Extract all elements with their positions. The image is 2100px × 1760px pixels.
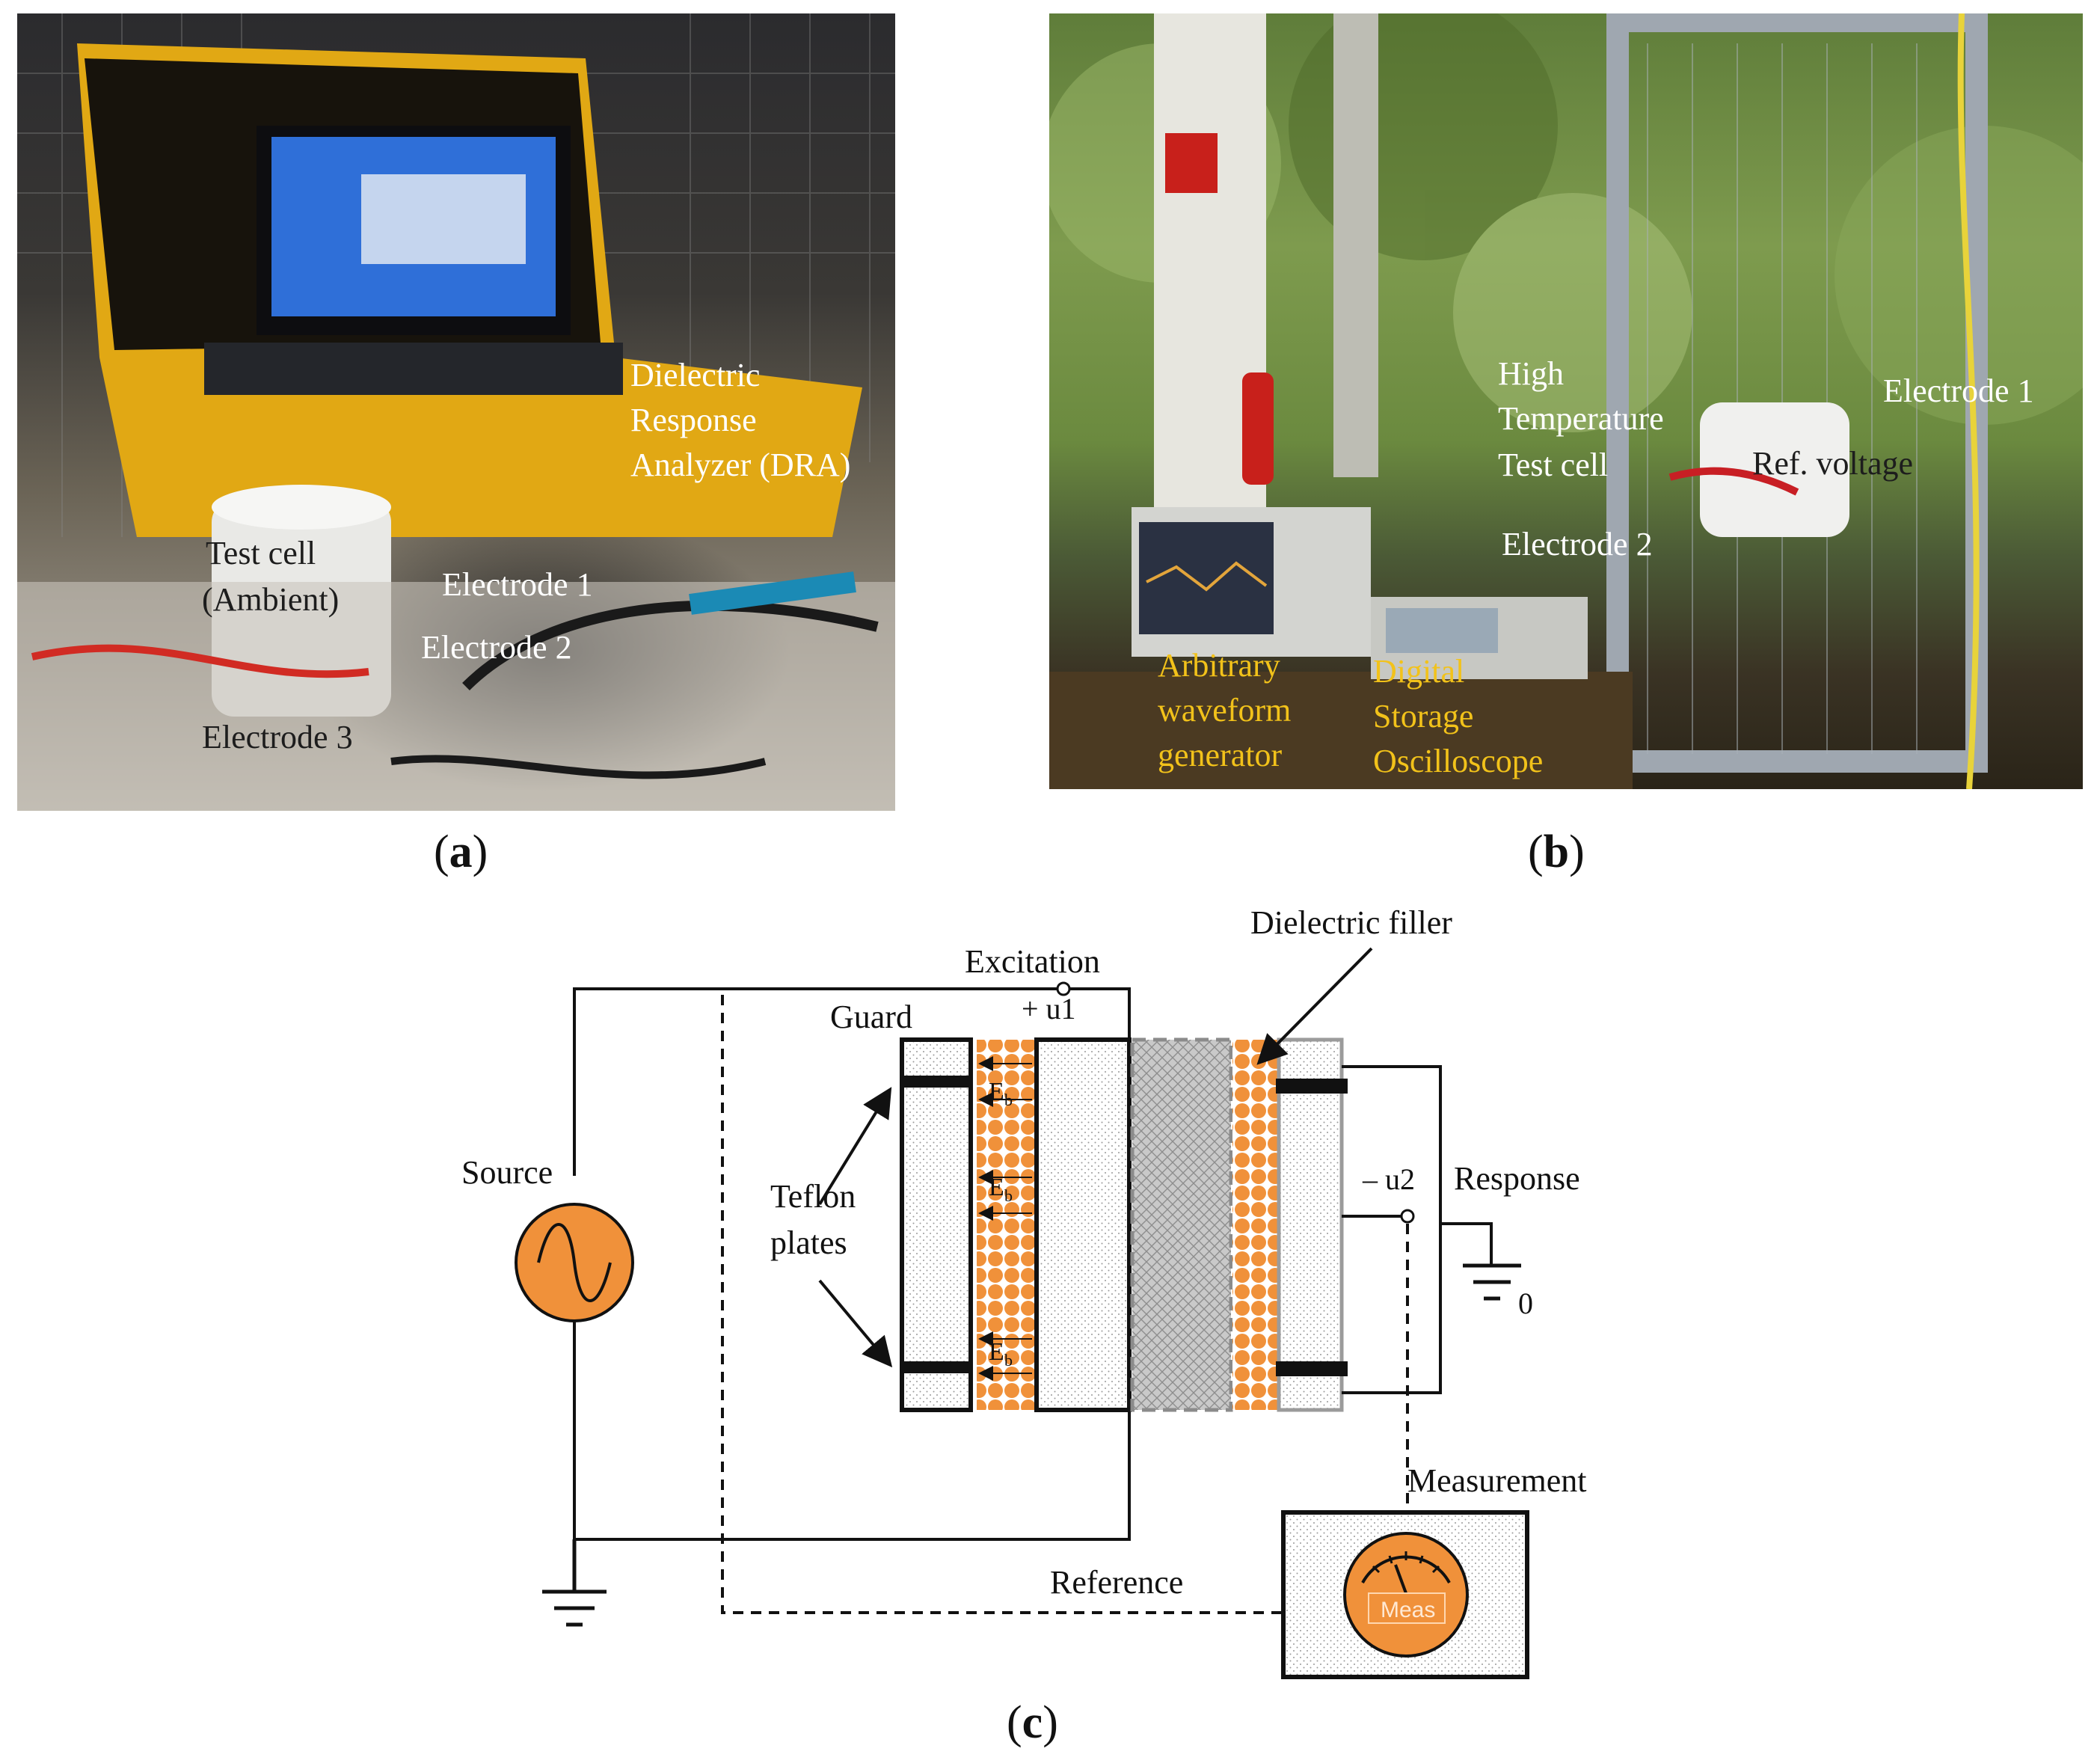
- fg-display: [1386, 608, 1498, 653]
- label-measurement: Measurement: [1407, 1462, 1586, 1499]
- right-teflon-block: [1277, 1037, 1344, 1412]
- label-awg-3: generator: [1158, 737, 1283, 773]
- label-dso-1: Digital: [1373, 653, 1465, 690]
- test-cell-top: [212, 485, 391, 530]
- label-dso-3: Oscilloscope: [1373, 743, 1544, 779]
- red-cable: [31, 644, 369, 678]
- filler-arrow: [1256, 947, 1373, 1065]
- label-awg-1: Arbitrary: [1158, 647, 1280, 684]
- right-contact-bottom: [1276, 1361, 1348, 1376]
- label-dielectric-filler: Dielectric filler: [1250, 904, 1452, 941]
- eb-label-1: E b: [989, 1078, 1013, 1109]
- panel-label-c: (c): [1007, 1697, 1058, 1748]
- right-contact-top: [1276, 1079, 1348, 1094]
- label-htc-3: Test cell: [1498, 447, 1609, 483]
- eb-label-2: E b: [989, 1174, 1013, 1205]
- teflon-arrow-bottom: [818, 1279, 893, 1368]
- blue-clip: [689, 571, 856, 615]
- bench: [1049, 672, 1633, 789]
- label-electrode-1-b: Electrode 1: [1883, 372, 2034, 409]
- osc-screen: [1139, 522, 1274, 634]
- label-awg-2: waveform: [1158, 692, 1292, 729]
- ht-test-cell: [1700, 402, 1849, 537]
- svg-text:b: b: [1004, 1186, 1013, 1205]
- label-electrode-3-a: Electrode 3: [202, 719, 353, 755]
- photo-panel-a: Dielectric Response Analyzer (DRA) Test …: [17, 13, 895, 811]
- meter-ticks: [1372, 1551, 1440, 1574]
- teflon-arrow-top: [818, 1087, 892, 1206]
- meter-needle: [1394, 1564, 1407, 1594]
- extinguisher: [1242, 372, 1274, 485]
- eb-label-3: E b: [989, 1338, 1013, 1370]
- reference-dashed-line: [721, 995, 1281, 1614]
- label-dra-2: Response: [630, 402, 757, 438]
- label-dra-1: Dielectric: [630, 357, 761, 393]
- photo-a-scene: [17, 13, 895, 811]
- svg-text:b: b: [1004, 1091, 1013, 1109]
- photo-panel-b: High Temperature Test cell Electrode 1 R…: [1049, 13, 2083, 789]
- red-clip-cable: [1668, 467, 1799, 496]
- field-arrows: [978, 1056, 1032, 1381]
- test-cage: [1606, 13, 1988, 773]
- guard-contact-bottom: [902, 1361, 971, 1373]
- label-dra-3: Analyzer (DRA): [630, 447, 851, 483]
- dra-instrument: [204, 343, 623, 395]
- hatched-sample: [1130, 1037, 1233, 1412]
- pipe: [1333, 13, 1378, 477]
- label-dso-2: Storage: [1373, 698, 1474, 735]
- ground-symbol-left: [542, 1539, 607, 1627]
- label-source: Source: [461, 1154, 553, 1191]
- label-teflon-1: Teflon: [770, 1178, 856, 1215]
- screen-dialog: [361, 174, 526, 264]
- label-guard: Guard: [830, 999, 912, 1035]
- label-htc-1: High: [1498, 355, 1564, 392]
- label-electrode-2-b: Electrode 2: [1502, 526, 1653, 562]
- label-u2: – u2: [1362, 1162, 1415, 1196]
- sine-wave-icon: [537, 1223, 612, 1302]
- label-electrode-1-a: Electrode 1: [442, 566, 593, 603]
- guard-block: [900, 1037, 973, 1412]
- svg-text:b: b: [1004, 1351, 1013, 1370]
- label-electrode-2-a: Electrode 2: [421, 629, 572, 666]
- exit-sign: [1165, 133, 1218, 193]
- yellow-cable: [1957, 13, 1980, 789]
- black-cable-2: [390, 755, 767, 779]
- label-teflon-2: plates: [770, 1224, 847, 1261]
- ground-symbol-right: [1463, 1263, 1521, 1301]
- black-cable: [462, 600, 879, 690]
- meas-display: [1368, 1592, 1446, 1624]
- svg-text:E: E: [989, 1338, 1004, 1366]
- label-response: Response: [1454, 1160, 1580, 1197]
- label-testcell-2: (Ambient): [202, 581, 340, 618]
- svg-text:E: E: [989, 1174, 1004, 1201]
- label-ground-zero: 0: [1518, 1287, 1533, 1320]
- wire-response: [1342, 1065, 1442, 1394]
- cage-mesh: [1647, 43, 1918, 754]
- svg-text:E: E: [989, 1078, 1004, 1106]
- panel-label-b: (b): [1528, 827, 1585, 877]
- excitation-terminal: [1056, 981, 1071, 996]
- label-refvoltage: Ref. voltage: [1752, 445, 1914, 482]
- filler-right: [1232, 1040, 1277, 1410]
- table-surface: [17, 582, 895, 811]
- label-meas: Meas: [1381, 1598, 1435, 1622]
- label-excitation: Excitation: [965, 943, 1100, 980]
- photo-b-scene: [1049, 13, 2083, 789]
- label-u1: + u1: [1022, 992, 1076, 1025]
- label-testcell-1: Test cell: [206, 535, 316, 571]
- osc-trace: [1146, 561, 1268, 592]
- wire-to-ground-right: [1440, 1222, 1493, 1266]
- panel-label-a: (a): [434, 827, 488, 877]
- centre-electrode-block: [1034, 1037, 1132, 1412]
- guard-contact-top: [902, 1076, 971, 1088]
- label-reference: Reference: [1050, 1564, 1183, 1601]
- label-htc-2: Temperature: [1498, 400, 1664, 437]
- u2-terminal: [1400, 1209, 1415, 1224]
